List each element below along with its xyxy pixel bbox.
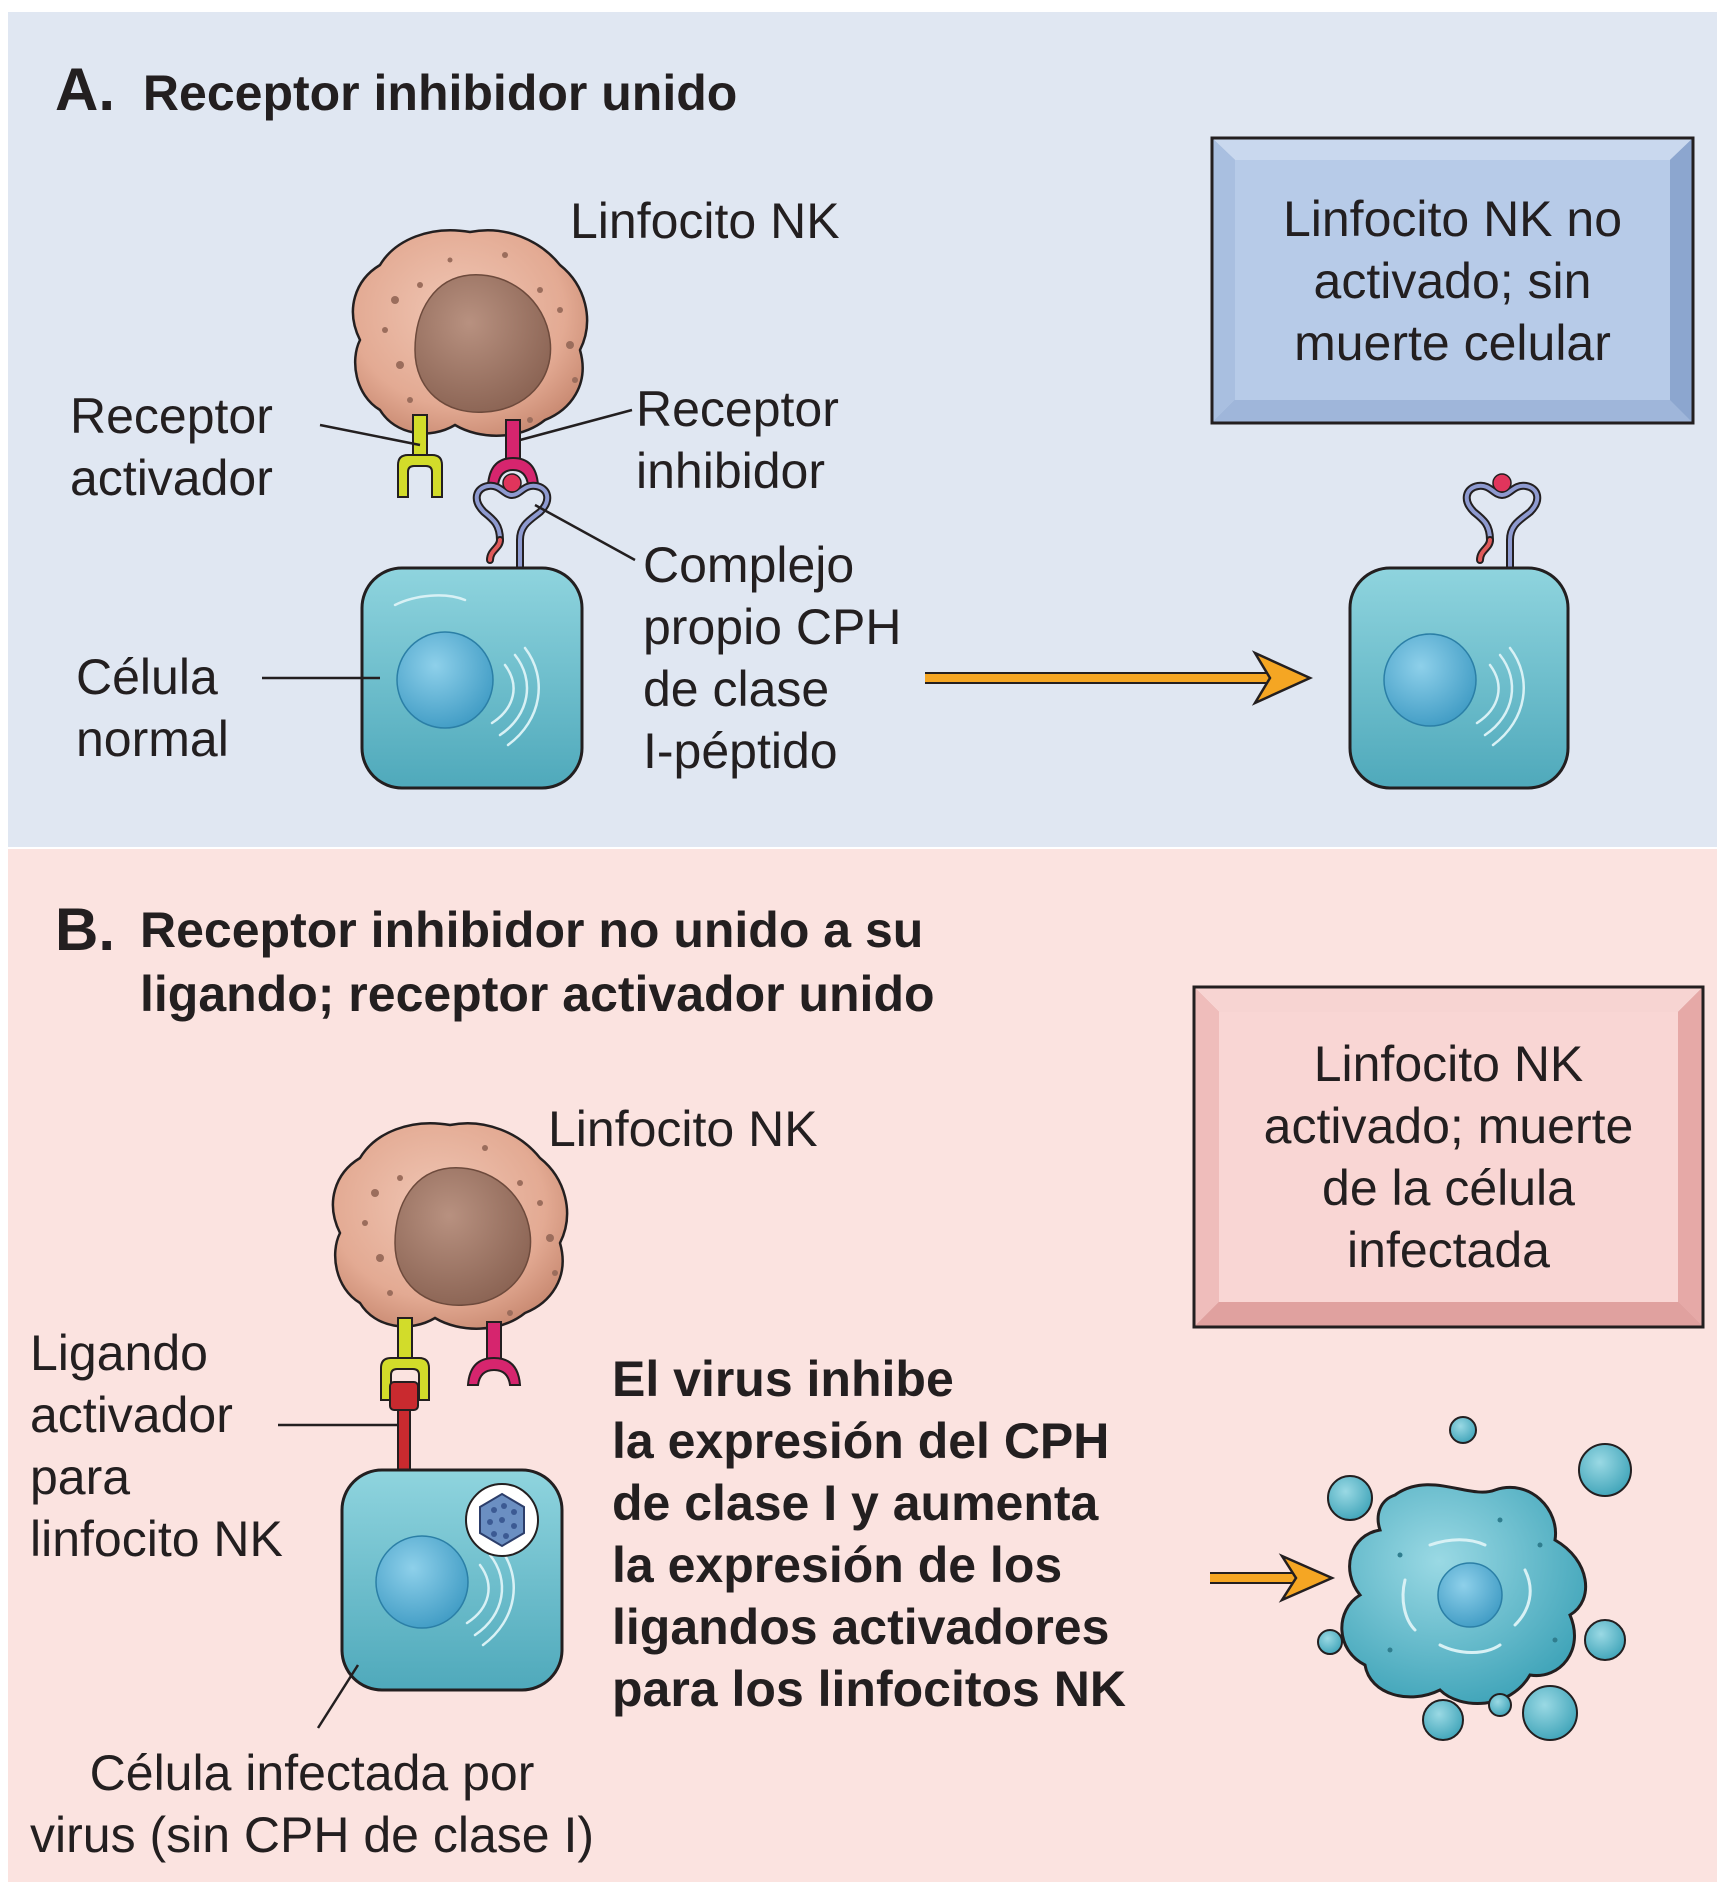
nk-label-b: Linfocito NK [548, 1101, 818, 1157]
leader-lines-a [262, 408, 636, 680]
nk-cell-b [331, 1122, 569, 1330]
infected-cell [340, 1468, 564, 1692]
panel-b-title: Receptor inhibidor no unido a su ligando… [140, 902, 935, 1022]
activating-ligand [389, 1381, 419, 1477]
mhc-peptide-complex-a [472, 473, 552, 574]
normal-cell-a [360, 566, 584, 790]
infected-cell-label: Célula infectada por virus (sin CPH de c… [30, 1745, 595, 1863]
leader-lines-b [278, 1423, 398, 1729]
panel-a-heading: A. Receptor inhibidor unido [55, 58, 737, 125]
panel-b-letter: B. [55, 896, 115, 963]
activating-receptor-a [397, 414, 443, 498]
ligand-label: Ligando activador para linfocito NK [30, 1325, 283, 1567]
inhibitory-receptor-b [466, 1321, 522, 1386]
result-box-b-frame [1192, 985, 1705, 1329]
activating-receptor-label: Receptor activador [70, 388, 273, 506]
result-box-a-frame [1210, 136, 1695, 425]
apoptotic-blebs [1317, 1416, 1632, 1741]
normal-cell-label: Célula normal [76, 649, 229, 767]
arrow-a [925, 650, 1314, 706]
nk-cell-a [351, 229, 589, 437]
inhibitory-receptor-label: Receptor inhibidor [636, 381, 839, 499]
panel-a-letter: A. [55, 56, 115, 123]
mhc-complex-label: Complejo propio CPH de clase I-péptido [643, 537, 902, 779]
result-box-a: Linfocito NK no activado; sin muerte cel… [1282, 190, 1623, 371]
result-box-b: Linfocito NK activado; muerte de la célu… [1263, 1036, 1634, 1278]
arrow-b [1210, 1553, 1336, 1603]
nk-label-a: Linfocito NK [570, 193, 840, 249]
virus-icon [465, 1483, 539, 1557]
apoptotic-cell [1340, 1483, 1587, 1705]
resting-cell-a [1348, 473, 1570, 790]
panel-b-heading: B. [55, 898, 115, 964]
panel-a-title: Receptor inhibidor unido [142, 65, 738, 121]
virus-note: El virus inhibe la expresión del CPH de … [612, 1351, 1126, 1717]
